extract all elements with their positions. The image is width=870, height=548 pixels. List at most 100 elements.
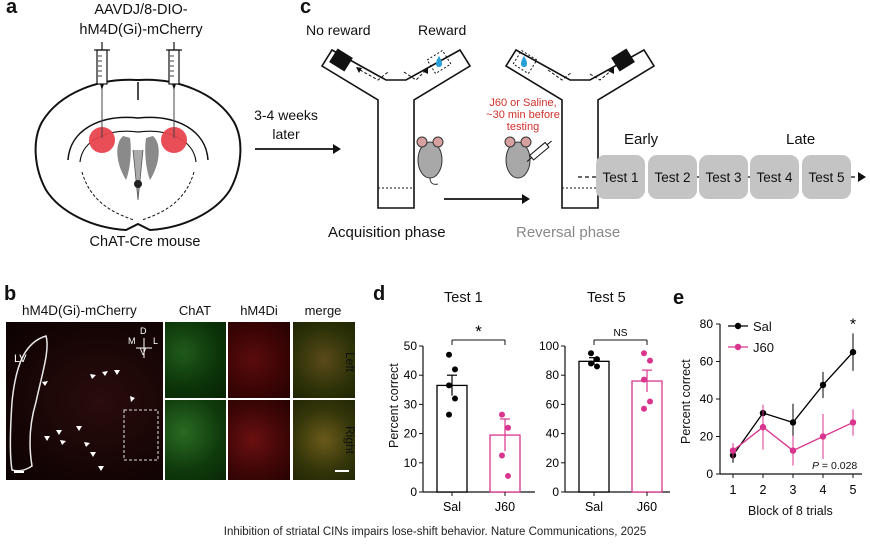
interval-arrow: [255, 144, 341, 154]
test5-title: Test 5: [587, 290, 626, 306]
y-tick-label: 50: [404, 339, 418, 353]
x-tick-label: 1: [730, 483, 737, 497]
x-tick-label: Sal: [443, 500, 461, 514]
phase-arrow: [444, 194, 530, 204]
significance-label: *: [475, 322, 482, 341]
data-point: [499, 452, 505, 459]
data-point: [452, 366, 458, 373]
series-point-sal: [789, 419, 797, 426]
y-tick-label: 0: [410, 485, 417, 499]
x-tick-label: Sal: [585, 500, 603, 514]
micrograph-title: hM4D(Gi)-mCherry: [22, 303, 137, 318]
y-tick-label: 30: [404, 397, 418, 411]
chat-left-micrograph: [165, 322, 226, 398]
panel-e-xlabel: Block of 8 trials: [748, 504, 833, 518]
series-point-sal: [819, 381, 827, 389]
figure-caption: Inhibition of striatal CINs impairs lose…: [223, 526, 647, 538]
no-reward-label: No reward: [306, 22, 371, 38]
merge-left-micrograph: [293, 322, 355, 398]
data-point: [594, 356, 600, 363]
test-box-4: Test 4: [750, 155, 799, 199]
mouse-label: ChAT-Cre mouse: [89, 234, 201, 250]
p-value: P = 0.028: [812, 460, 857, 472]
y-tick-label: 40: [404, 368, 418, 382]
drug-note-line2: ~30 min before: [486, 109, 560, 121]
test-box-2: Test 2: [648, 155, 697, 199]
y-tick-label: 0: [706, 467, 713, 481]
y-tick-label: 40: [546, 427, 560, 441]
y-tick-label: 40: [700, 392, 714, 406]
column-label-chat: ChAT: [178, 303, 212, 318]
data-point: [641, 376, 647, 383]
interval-line2: later: [272, 126, 300, 142]
y-tick-label: 80: [700, 317, 714, 331]
data-point: [505, 424, 511, 431]
data-point: [446, 382, 452, 389]
compass-v: V: [140, 347, 147, 357]
series-point-j60: [849, 419, 857, 426]
y-tick-label: 20: [404, 427, 418, 441]
drug-note-line3: testing: [506, 121, 540, 133]
row-label-left: Left: [343, 352, 357, 373]
significance-star: *: [850, 316, 856, 333]
test-box-1: Test 1: [596, 155, 645, 199]
compass-d: D: [140, 326, 147, 336]
bar-j60: [631, 380, 663, 493]
coronal-brain-diagram: [34, 42, 242, 232]
compass-l: L: [153, 336, 159, 346]
y-tick-label: 20: [546, 456, 560, 470]
data-point: [641, 350, 647, 357]
data-point: [588, 360, 594, 367]
mouse-acquisition-icon: [416, 136, 444, 185]
y-tick-label: 0: [552, 485, 559, 499]
panel-label-e: e: [673, 287, 685, 309]
panel-label-d: d: [373, 283, 386, 305]
data-point: [647, 398, 653, 405]
y-tick-label: 10: [404, 456, 418, 470]
virus-label-line1: AAVDJ/8-DIO-: [94, 2, 188, 18]
data-point: [499, 411, 505, 418]
legend-sal: Sal: [753, 319, 772, 334]
bar-sal: [436, 384, 468, 493]
legend-marker-sal: [734, 322, 742, 330]
late-label: Late: [786, 131, 816, 148]
y-tick-label: 60: [546, 397, 560, 411]
scale-bar: [335, 470, 349, 472]
y-maze-reversal: [504, 48, 656, 209]
x-tick-label: J60: [495, 500, 515, 514]
p-value-symbol: P: [812, 460, 820, 472]
reward-label: Reward: [418, 22, 467, 38]
column-label-merge: merge: [304, 303, 342, 318]
interval-line1: 3-4 weeks: [254, 107, 318, 123]
panel-label-c: c: [300, 0, 312, 18]
data-point: [505, 472, 511, 479]
data-point: [452, 395, 458, 402]
y-tick-label: 60: [700, 355, 714, 369]
hm4di-right-micrograph: [228, 400, 290, 480]
x-tick-label: 3: [790, 483, 797, 497]
merge-right-micrograph: [293, 400, 355, 480]
legend-marker-j60: [734, 343, 742, 351]
virus-label-line2: hM4D(Gi)-mCherry: [79, 22, 203, 38]
data-point: [446, 411, 452, 418]
y-tick-label: 100: [539, 339, 559, 353]
series-point-j60: [759, 423, 767, 431]
bar-sal: [578, 360, 610, 493]
series-point-sal: [849, 348, 857, 356]
mouse-reversal-icon: [504, 136, 552, 179]
x-tick-label: 4: [820, 483, 827, 497]
y-tick-label: 20: [700, 430, 714, 444]
compass-m: M: [128, 336, 136, 346]
panel-label-a: a: [6, 0, 18, 18]
hm4di-left-micrograph: [228, 322, 290, 398]
significance-label: NS: [614, 328, 628, 339]
p-value-text: = 0.028: [819, 460, 858, 472]
test-box-3: Test 3: [699, 155, 748, 199]
drug-note-line1: J60 or Saline,: [489, 97, 557, 109]
drug-note: J60 or Saline, ~30 min before testing: [478, 97, 568, 133]
y-maze-acquisition: [320, 48, 472, 209]
data-point: [647, 357, 653, 364]
legend-j60: J60: [753, 340, 774, 355]
